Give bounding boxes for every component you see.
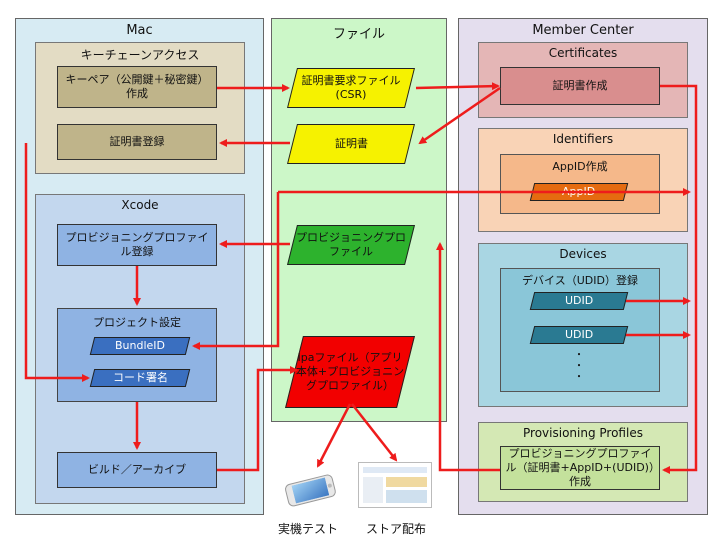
appid-create-title: AppID作成 — [552, 160, 608, 173]
code-sign-box: コード署名 — [89, 369, 191, 387]
udid-ellipsis: ・ ・ ・ — [574, 350, 584, 383]
bundle-id-box: BundleID — [89, 337, 191, 355]
profile-create-label: プロビジョニングプロファイル（証明書+AppID+(UDID)）作成 — [505, 447, 655, 488]
keypair-create-box: キーペア（公開鍵＋秘密鍵）作成 — [57, 66, 217, 108]
store-distribution-caption: ストア配布 — [365, 522, 426, 536]
code-sign-label: コード署名 — [112, 371, 168, 384]
csr-file: 証明書要求ファイル(CSR) — [287, 68, 415, 108]
devices-title: Devices — [559, 247, 607, 261]
udid-label-1: UDID — [564, 294, 594, 307]
iphone-image — [278, 470, 338, 508]
provisioning-profile-file: プロビジョニングプロファイル — [287, 225, 415, 265]
store-screenshot-image — [358, 462, 432, 508]
profile-register-label: プロビジョニングプロファイル登録 — [65, 231, 209, 258]
device-test-caption: 実機テスト — [277, 522, 338, 536]
udid-label-2: UDID — [564, 328, 594, 341]
certificates-title: Certificates — [548, 46, 618, 60]
keychain-access-title: キーチェーンアクセス — [80, 48, 200, 62]
cert-register-box: 証明書登録 — [57, 124, 217, 160]
profile-register-box: プロビジョニングプロファイル登録 — [57, 224, 217, 266]
provisioning-profiles-title: Provisioning Profiles — [523, 426, 643, 440]
identifiers-title: Identifiers — [552, 132, 614, 146]
member-center-lane-title: Member Center — [532, 23, 634, 38]
udid-box-2: UDID — [529, 326, 629, 344]
file-lane-title: ファイル — [332, 27, 385, 42]
device-register-title: デバイス（UDID）登録 — [522, 274, 638, 287]
cert-create-box: 証明書作成 — [500, 67, 660, 105]
ipa-file: Ipaファイル（アプリ本体+プロビジョニングプロファイル） — [285, 336, 415, 408]
cert-create-label: 証明書作成 — [552, 79, 608, 92]
profile-create-box: プロビジョニングプロファイル（証明書+AppID+(UDID)）作成 — [500, 446, 660, 490]
mac-lane-title: Mac — [126, 23, 153, 38]
cert-register-label: 証明書登録 — [109, 135, 165, 148]
xcode-title: Xcode — [121, 198, 159, 212]
provisioning-profile-file-label: プロビジョニングプロファイル — [296, 231, 406, 258]
udid-box-1: UDID — [529, 292, 629, 310]
build-archive-label: ビルド／アーカイブ — [87, 463, 187, 476]
certificate-file: 証明書 — [287, 124, 415, 164]
project-settings-group: プロジェクト設定 — [57, 308, 217, 402]
csr-file-label: 証明書要求ファイル(CSR) — [301, 74, 401, 101]
appid-box: AppID — [529, 183, 629, 201]
bundle-id-label: BundleID — [114, 339, 165, 352]
keypair-create-label: キーペア（公開鍵＋秘密鍵）作成 — [65, 73, 209, 100]
ipa-file-label: Ipaファイル（アプリ本体+プロビジョニングプロファイル） — [295, 351, 405, 392]
appid-label: AppID — [562, 185, 596, 198]
project-settings-title: プロジェクト設定 — [93, 316, 181, 329]
build-archive-box: ビルド／アーカイブ — [57, 452, 217, 488]
certificate-file-label: 証明書 — [334, 137, 368, 150]
